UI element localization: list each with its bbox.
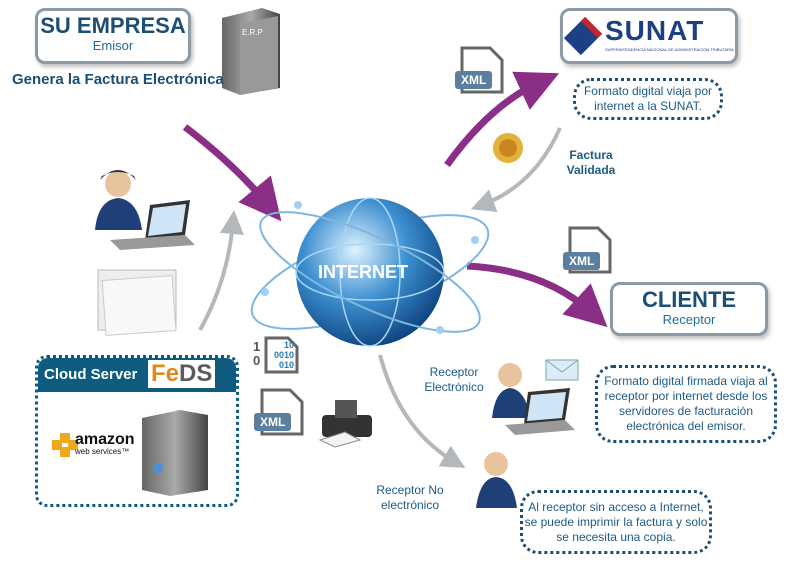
cloud-server-header: Cloud Server FeDS [38, 358, 236, 392]
emisor-subtitle: Emisor [92, 38, 134, 53]
xml-badge-cloud: XML [254, 413, 292, 431]
emisor-caption: Genera la Factura Electrónica [12, 71, 224, 88]
amazon-text: amazon [75, 431, 135, 448]
amazon-cubes-icon [52, 433, 78, 457]
arrow-emisor-to-internet [182, 124, 282, 222]
seal-icon [493, 133, 523, 163]
binary-doc-outline [264, 336, 299, 374]
amazon-logo: amazon web services™ [75, 431, 135, 457]
arrow-internet-to-cliente [466, 262, 608, 328]
arrow-sunat-to-internet [470, 127, 562, 212]
arrow-internet-to-no-electronico [378, 354, 466, 469]
sunat-logo-box: SUNAT SUPERINTENDENCIA NACIONAL DE ADMIN… [560, 8, 738, 64]
xml-badge-sunat: XML [455, 71, 493, 89]
erp-label: E.R.P [242, 28, 263, 37]
cliente-title: CLIENTE [641, 287, 737, 312]
cliente-box: CLIENTE Receptor [610, 282, 768, 336]
sunat-note: Formato digital viaja por internet a la … [573, 78, 723, 120]
erp-server-icon [222, 8, 280, 95]
binary-line: 10 [283, 340, 294, 350]
globe-icon [250, 197, 490, 347]
feds-logo: FeDS [148, 360, 216, 388]
receptor-no-electronico-label: Receptor No electrónico [376, 483, 444, 512]
arrow-internet-to-sunat [444, 71, 560, 168]
emisor-box: SU EMPRESA Emisor [35, 8, 191, 64]
envelope-icon [545, 359, 579, 381]
receptor-electronico-note: Formato digital firmada viaja al recepto… [595, 365, 777, 443]
webservices-text: web services™ [75, 447, 130, 456]
cloud-server-title: Cloud Server [44, 366, 138, 383]
emisor-user-laptop-icon [95, 170, 195, 250]
binary-line: 010 [278, 360, 294, 370]
emisor-title: SU EMPRESA [40, 13, 186, 38]
feds-ds: DS [179, 360, 213, 387]
binary-line: 0010 [273, 350, 294, 360]
binary-side-digit: 1 [253, 339, 261, 354]
cliente-subtitle: Receptor [662, 312, 716, 327]
sunat-logo-subtext: SUPERINTENDENCIA NACIONAL DE ADMINISTRAC… [605, 47, 734, 52]
factura-validada-label: Factura Validada [566, 148, 616, 177]
cloud-server-box: Cloud Server FeDS [35, 355, 239, 507]
printer-icon [318, 400, 372, 448]
sunat-logo-text: SUNAT [605, 15, 705, 46]
paper-stack-icon [97, 269, 177, 336]
xml-badge-cliente: XML [563, 252, 601, 270]
sunat-logo-icon [563, 16, 603, 56]
binary-side-digit: 0 [253, 353, 261, 368]
cloud-server-tower-icon [142, 410, 208, 496]
receptor-no-electronico-note: Al receptor sin acceso a Internet, se pu… [520, 490, 712, 554]
arrow-cloud-to-emisor [198, 210, 244, 331]
internet-label: INTERNET [318, 262, 408, 282]
receptor-electronico-person-icon [492, 363, 575, 435]
receptor-electronico-label: Receptor Electrónico [424, 365, 484, 394]
feds-fe: Fe [151, 360, 180, 387]
receptor-no-electronico-person-icon [476, 452, 517, 508]
